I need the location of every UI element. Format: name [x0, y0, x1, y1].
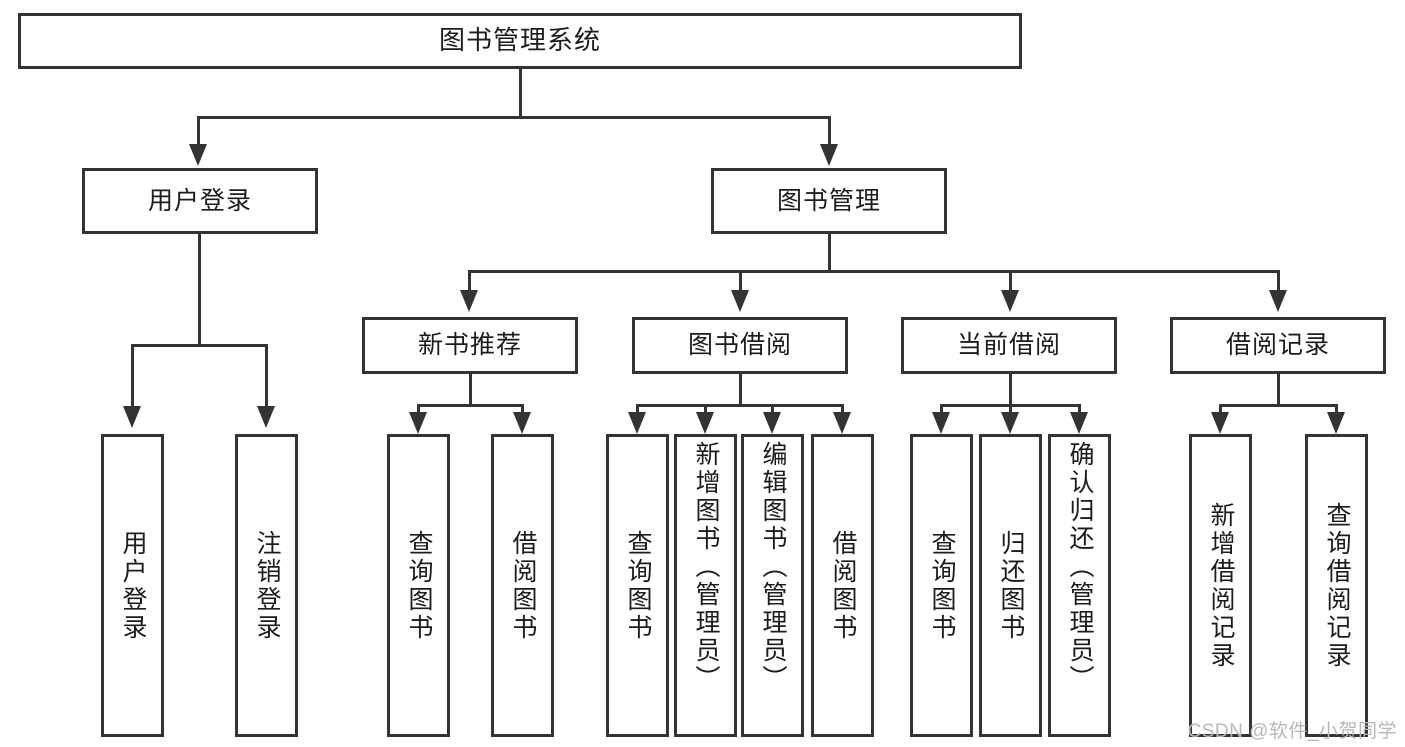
node-borrow-record[interactable]: 借阅记录	[1170, 317, 1386, 374]
edge-cb-drop-1	[940, 404, 943, 418]
edge-borrow-record-bar	[1219, 404, 1338, 407]
leaf-add-book-label: 新增图书（管理员）	[692, 441, 720, 693]
edge-book-borrow-bar	[636, 404, 844, 407]
arrow-leaf-user-logout	[257, 406, 275, 428]
arrow-leaf-add-book	[696, 412, 714, 434]
arrow-leaf-confirm-return	[1070, 412, 1088, 434]
node-book-borrow-label: 图书借阅	[687, 331, 792, 360]
edge-to-book-borrow	[739, 270, 742, 292]
edge-current-borrow-stem	[1009, 374, 1012, 407]
edge-bb-drop-4	[841, 404, 844, 418]
arrow-leaf-query-book-3	[932, 412, 950, 434]
leaf-borrow-book-1-label: 借阅图书	[509, 529, 537, 642]
leaf-query-record[interactable]: 查询借阅记录	[1305, 434, 1368, 737]
node-new-book-recommend[interactable]: 新书推荐	[362, 317, 578, 374]
node-new-book-recommend-label: 新书推荐	[417, 331, 522, 360]
edge-br-drop-2	[1335, 404, 1338, 418]
edge-borrow-record-stem	[1277, 374, 1280, 407]
leaf-query-record-label: 查询借阅记录	[1323, 501, 1351, 670]
arrow-leaf-query-record	[1327, 412, 1345, 434]
edge-user-login-drop-2	[265, 344, 268, 410]
edge-to-user-login	[197, 116, 200, 146]
leaf-user-login[interactable]: 用户登录	[101, 434, 164, 737]
arrow-leaf-return-book	[1001, 412, 1019, 434]
node-book-manage[interactable]: 图书管理	[711, 168, 947, 234]
edge-nbr-drop-2	[521, 404, 524, 418]
leaf-query-book-2[interactable]: 查询图书	[606, 434, 669, 737]
leaf-query-book-1-label: 查询图书	[405, 529, 433, 642]
csdn-watermark: CSDN @软件_小贺同学	[1187, 721, 1397, 742]
arrow-leaf-user-login	[123, 406, 141, 428]
arrow-to-current-borrow	[1001, 290, 1019, 312]
leaf-return-book[interactable]: 归还图书	[979, 434, 1042, 737]
arrow-leaf-add-record	[1211, 412, 1229, 434]
node-user-login-label: 用户登录	[147, 186, 252, 215]
node-user-login[interactable]: 用户登录	[82, 168, 318, 234]
leaf-add-book[interactable]: 新增图书（管理员）	[674, 434, 737, 737]
leaf-user-logout[interactable]: 注销登录	[235, 434, 298, 737]
edge-user-login-bar	[131, 344, 268, 347]
edge-nbr-drop-1	[417, 404, 420, 418]
leaf-add-record[interactable]: 新增借阅记录	[1189, 434, 1252, 737]
arrow-to-new-book-recommend	[460, 290, 478, 312]
node-borrow-record-label: 借阅记录	[1225, 331, 1330, 360]
node-root[interactable]: 图书管理系统	[18, 13, 1022, 69]
arrow-leaf-query-book-1	[409, 412, 427, 434]
arrow-leaf-edit-book	[763, 412, 781, 434]
leaf-edit-book-label: 编辑图书（管理员）	[759, 441, 787, 693]
arrow-to-book-manage	[820, 144, 838, 166]
node-current-borrow-label: 当前借阅	[956, 331, 1061, 360]
edge-root-stem	[519, 69, 522, 118]
edge-to-new-book-recommend	[468, 270, 471, 292]
arrow-to-book-borrow	[731, 290, 749, 312]
arrow-to-user-login	[189, 144, 207, 166]
edge-book-borrow-stem	[739, 374, 742, 407]
edge-bb-drop-1	[636, 404, 639, 418]
node-book-borrow[interactable]: 图书借阅	[632, 317, 848, 374]
edge-root-bar	[197, 116, 831, 119]
arrow-leaf-borrow-book-2	[833, 412, 851, 434]
edge-bb-drop-2	[704, 404, 707, 418]
leaf-return-book-label: 归还图书	[997, 529, 1025, 642]
edge-user-login-stem	[198, 234, 201, 346]
edge-book-manage-bar	[468, 270, 1280, 273]
leaf-add-record-label: 新增借阅记录	[1207, 501, 1235, 670]
leaf-query-book-3-label: 查询图书	[928, 529, 956, 642]
leaf-user-login-label: 用户登录	[119, 529, 147, 642]
edge-cb-drop-2	[1009, 404, 1012, 418]
leaf-query-book-2-label: 查询图书	[624, 529, 652, 642]
leaf-query-book-1[interactable]: 查询图书	[387, 434, 450, 737]
edge-bb-drop-3	[771, 404, 774, 418]
edge-new-book-recommend-bar	[417, 404, 524, 407]
edge-cb-drop-3	[1078, 404, 1081, 418]
node-root-label: 图书管理系统	[438, 25, 601, 56]
leaf-confirm-return[interactable]: 确认归还（管理员）	[1048, 434, 1111, 737]
leaf-borrow-book-1[interactable]: 借阅图书	[491, 434, 554, 737]
leaf-borrow-book-2[interactable]: 借阅图书	[811, 434, 874, 737]
edge-user-login-drop-1	[131, 344, 134, 410]
node-current-borrow[interactable]: 当前借阅	[901, 317, 1117, 374]
edge-new-book-recommend-stem	[469, 374, 472, 407]
leaf-borrow-book-2-label: 借阅图书	[829, 529, 857, 642]
node-book-manage-label: 图书管理	[776, 186, 881, 215]
arrow-leaf-borrow-book-1	[513, 412, 531, 434]
leaf-confirm-return-label: 确认归还（管理员）	[1066, 441, 1094, 693]
edge-to-borrow-record	[1277, 270, 1280, 292]
arrow-leaf-query-book-2	[628, 412, 646, 434]
leaf-user-logout-label: 注销登录	[253, 529, 281, 642]
leaf-query-book-3[interactable]: 查询图书	[910, 434, 973, 737]
edge-to-current-borrow	[1009, 270, 1012, 292]
edge-book-manage-stem	[828, 234, 831, 272]
edge-br-drop-1	[1219, 404, 1222, 418]
edge-to-book-manage	[828, 116, 831, 146]
leaf-edit-book[interactable]: 编辑图书（管理员）	[741, 434, 804, 737]
arrow-to-borrow-record	[1269, 290, 1287, 312]
